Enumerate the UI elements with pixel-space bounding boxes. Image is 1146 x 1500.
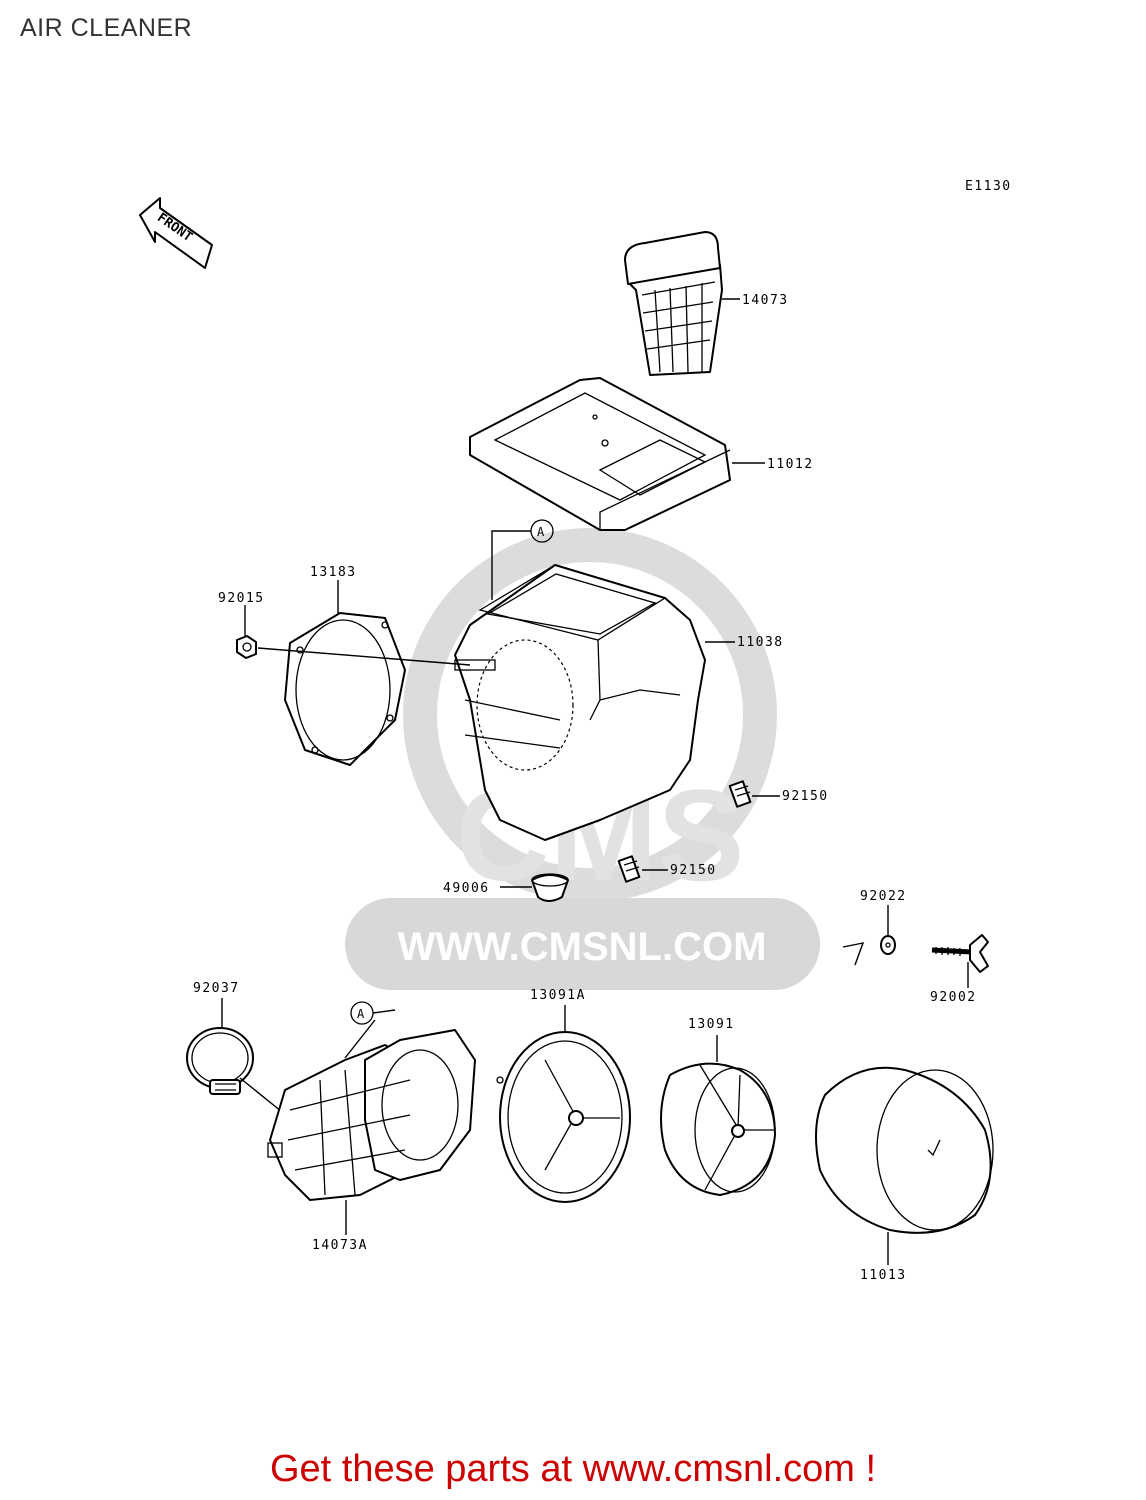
part-92002-wing-bolt-icon xyxy=(931,934,989,973)
label-92037: 92037 xyxy=(193,981,240,996)
part-13183-gasket-icon xyxy=(284,612,406,766)
part-92022-washer-icon xyxy=(880,935,896,955)
label-11013: 11013 xyxy=(860,1268,907,1283)
part-14073-inlet-filter-icon xyxy=(624,231,723,376)
label-13091a: 13091A xyxy=(530,988,586,1003)
label-92022: 92022 xyxy=(860,889,907,904)
label-11012: 11012 xyxy=(767,457,814,472)
part-92150-bolt-upper-icon xyxy=(728,780,752,808)
part-11038-air-box-icon xyxy=(454,564,706,841)
label-13183: 13183 xyxy=(310,565,357,580)
label-92002: 92002 xyxy=(930,990,977,1005)
ref-marker-lower: A xyxy=(357,1007,365,1021)
part-92150-bolt-lower-icon xyxy=(617,855,641,883)
part-11013-filter-element-icon xyxy=(815,1066,994,1234)
part-49006-cap-icon xyxy=(531,873,569,902)
label-14073: 14073 xyxy=(742,293,789,308)
label-92015: 92015 xyxy=(218,591,265,606)
footer-link[interactable]: Get these parts at www.cmsnl.com ! xyxy=(269,1448,877,1490)
label-49006: 49006 xyxy=(443,881,490,896)
parts-diagram: CMS WWW.CMSNL.COM E1130 FRONT 14073 1101… xyxy=(139,179,1012,1283)
front-arrow-icon: FRONT xyxy=(139,197,213,269)
part-13091-cage-icon xyxy=(660,1062,776,1196)
label-13091: 13091 xyxy=(688,1017,735,1032)
part-92015-nut-icon xyxy=(236,635,257,659)
part-14073a-boot-icon xyxy=(267,1029,476,1201)
part-92037-clamp-icon xyxy=(186,1027,254,1095)
part-11012-tray-icon xyxy=(469,377,731,531)
watermark-text: WWW.CMSNL.COM xyxy=(398,925,767,969)
page-title: AIR CLEANER xyxy=(20,14,193,42)
label-92150-upper: 92150 xyxy=(782,789,829,804)
label-92150-lower: 92150 xyxy=(670,863,717,878)
diagram-code: E1130 xyxy=(965,179,1012,194)
label-11038: 11038 xyxy=(737,635,784,650)
ref-marker-upper: A xyxy=(537,525,545,539)
label-14073a: 14073A xyxy=(312,1238,368,1253)
part-13091a-holder-icon xyxy=(496,1031,631,1203)
